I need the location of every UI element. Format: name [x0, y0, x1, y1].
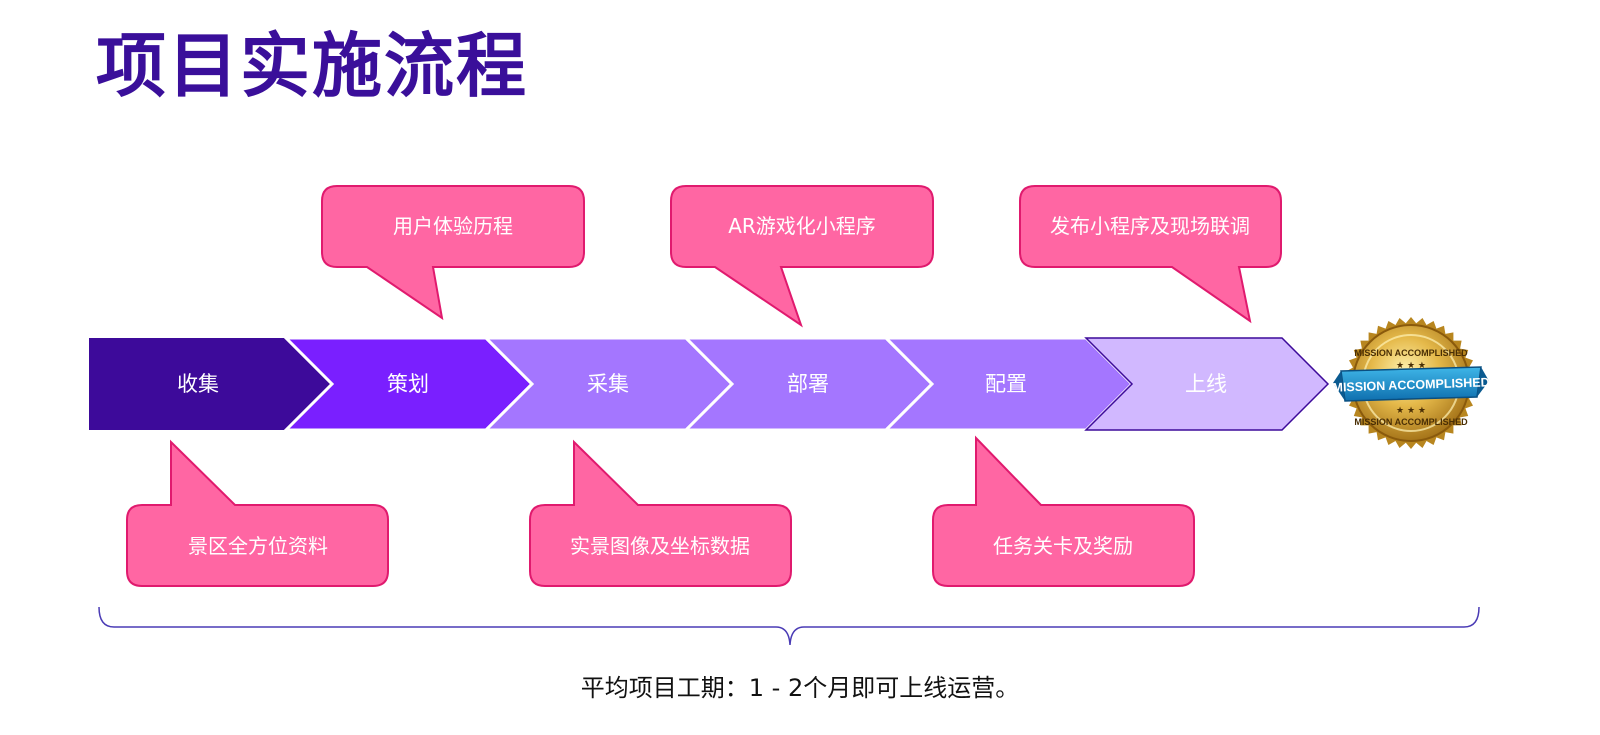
callout-text-user-journey: 用户体验历程 [393, 214, 513, 238]
timeline-brace [98, 606, 1480, 646]
page-title: 项目实施流程 [96, 25, 528, 107]
step-label-capture: 采集 [587, 372, 629, 396]
step-chevron-collect [89, 338, 332, 430]
step-label-collect: 收集 [177, 372, 219, 396]
callout-text-scenic-data: 景区全方位资料 [188, 534, 328, 558]
callout-text-publish: 发布小程序及现场联调 [1050, 214, 1250, 238]
step-labels: 收集 策划 采集 部署 配置 上线 [177, 372, 1227, 396]
step-label-launch: 上线 [1185, 372, 1227, 396]
callout-publish: 发布小程序及现场联调 [1019, 185, 1282, 324]
callout-user-journey: 用户体验历程 [321, 185, 585, 321]
badge-ring-top-text: MISSION ACCOMPLISHED [1354, 348, 1468, 358]
callout-scenic-data: 景区全方位资料 [126, 439, 389, 587]
step-chevron-launch [1084, 337, 1330, 431]
step-chevrons [89, 336, 1330, 432]
mission-accomplished-badge: MISSION ACCOMPLISHED ★ ★ ★ MISSION ACCOM… [1332, 317, 1490, 449]
callout-tasks-rewards: 任务关卡及奖励 [932, 435, 1195, 587]
callout-ar-miniprogram: AR游戏化小程序 [670, 185, 934, 328]
project-duration-note: 平均项目工期：1 - 2个月即可上线运营。 [580, 674, 1020, 702]
step-label-configure: 配置 [985, 372, 1027, 396]
badge-main-text: MISSION ACCOMPLISHED [1332, 375, 1490, 394]
callout-text-ar-miniprogram: AR游戏化小程序 [728, 214, 876, 238]
badge-stars-bottom-icon: ★ ★ ★ [1396, 406, 1426, 416]
badge-ring-bottom-text: MISSION ACCOMPLISHED [1354, 417, 1468, 427]
callout-text-tasks-rewards: 任务关卡及奖励 [993, 534, 1133, 558]
step-label-deploy: 部署 [787, 372, 829, 396]
callout-text-image-coords: 实景图像及坐标数据 [570, 534, 750, 558]
step-label-plan: 策划 [387, 372, 429, 396]
badge-stars-icon: ★ ★ ★ [1396, 361, 1426, 371]
callout-image-coords: 实景图像及坐标数据 [529, 439, 792, 587]
